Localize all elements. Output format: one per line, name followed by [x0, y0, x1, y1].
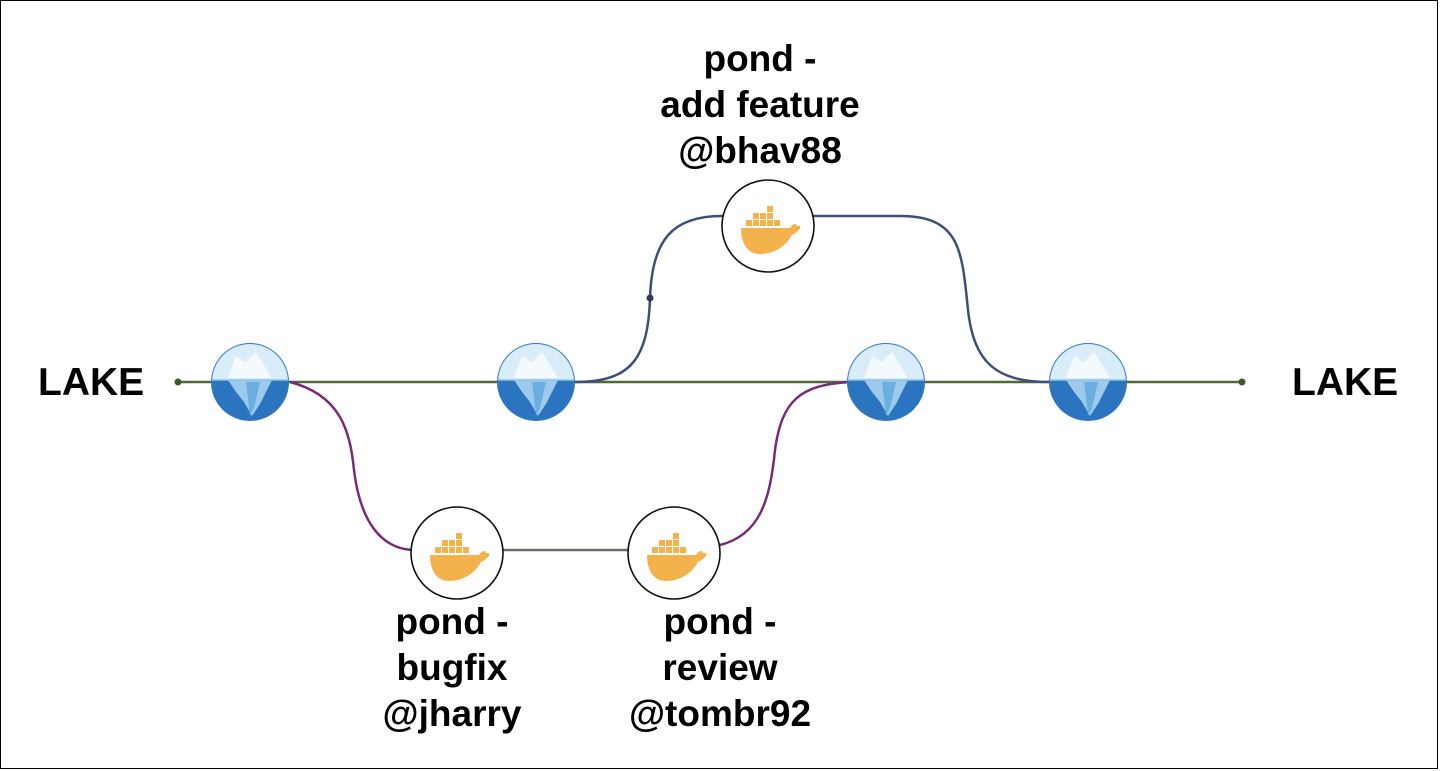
bugfix-branch-label: pond - bugfix @jharry	[352, 599, 552, 737]
iceberg-icon	[1048, 342, 1128, 422]
feature-branch-label: pond - add feature @bhav88	[640, 36, 880, 174]
review-label-line-1: pond -	[663, 601, 777, 642]
bugfix-label-line-3: @jharry	[382, 693, 522, 734]
docker-whale-icon	[721, 179, 815, 273]
docker-whale-icon	[410, 506, 504, 600]
lake-label-right: LAKE	[1292, 361, 1399, 404]
review-label-line-3: @tombr92	[628, 693, 812, 734]
bugfix-branch-line	[289, 380, 413, 552]
bugfix-label-line-2: bugfix	[396, 647, 508, 688]
main-start-dot	[174, 378, 182, 386]
feature-branch-dot	[646, 294, 654, 302]
review-branch-line	[719, 380, 851, 547]
feature-branch-line	[574, 214, 1051, 384]
feature-label-line-2: add feature	[660, 84, 860, 125]
main-end-dot	[1238, 378, 1246, 386]
review-label-line-2: review	[662, 647, 778, 688]
iceberg-icon	[496, 342, 576, 422]
feature-label-line-1: pond -	[703, 38, 817, 79]
lake-label-left: LAKE	[38, 361, 145, 404]
docker-whale-icon	[627, 506, 721, 600]
feature-label-line-3: @bhav88	[678, 130, 842, 171]
bugfix-label-line-1: pond -	[395, 601, 509, 642]
iceberg-icon	[846, 342, 926, 422]
iceberg-icon	[210, 342, 290, 422]
review-branch-label: pond - review @tombr92	[610, 599, 830, 737]
